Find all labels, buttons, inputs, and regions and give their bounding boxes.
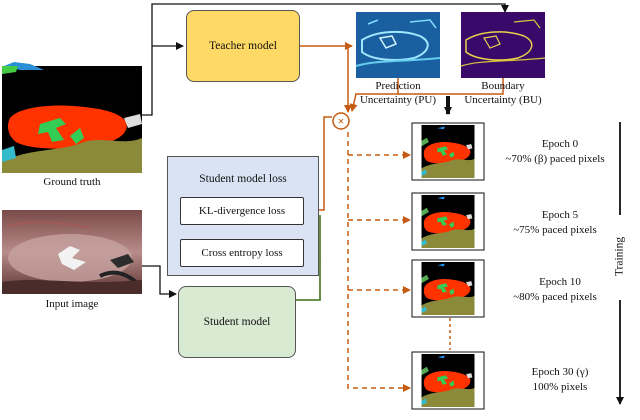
epoch-10-title: Epoch 10 xyxy=(539,276,581,288)
input-image xyxy=(2,210,142,294)
black-connectors xyxy=(142,3,624,405)
epoch-0-desc: ~70% (β) paced pixels xyxy=(505,153,605,165)
orange-connectors xyxy=(300,42,504,392)
student-loss-panel: Student model loss KL-divergence loss Cr… xyxy=(167,156,319,276)
boundary-uncertainty-map xyxy=(460,12,546,78)
student-model-box: Student model xyxy=(178,286,296,358)
pu-label-line1: Prediction xyxy=(375,80,421,92)
epoch-5-title: Epoch 5 xyxy=(541,209,579,221)
bu-label-line1: Boundary xyxy=(481,80,525,92)
epoch-masks xyxy=(411,122,485,410)
input-image-label: Input image xyxy=(45,298,99,310)
pu-label-line2: Uncertainty (PU) xyxy=(359,94,437,106)
bu-label-line2: Uncertainty (BU) xyxy=(464,94,542,106)
epoch-5-desc: ~75% paced pixels xyxy=(513,224,597,236)
multiply-node xyxy=(332,112,350,130)
prediction-uncertainty-map xyxy=(355,12,441,78)
multiply-symbol: × xyxy=(337,114,345,128)
training-label: Training xyxy=(613,232,627,281)
epoch-30-desc: 100% pixels xyxy=(532,381,588,393)
epoch-0-title: Epoch 0 xyxy=(541,138,579,150)
cross-entropy-loss-box: Cross entropy loss xyxy=(180,239,304,267)
kl-divergence-loss-box: KL-divergence loss xyxy=(180,197,304,225)
epoch-30-title: Epoch 30 (γ) xyxy=(531,366,589,378)
teacher-model-box: Teacher model xyxy=(186,10,300,82)
ground-truth-label: Ground truth xyxy=(43,176,101,188)
epoch-10-desc: ~80% paced pixels xyxy=(513,291,597,303)
student-loss-title: Student model loss xyxy=(199,173,287,185)
ground-truth-image xyxy=(2,62,142,173)
